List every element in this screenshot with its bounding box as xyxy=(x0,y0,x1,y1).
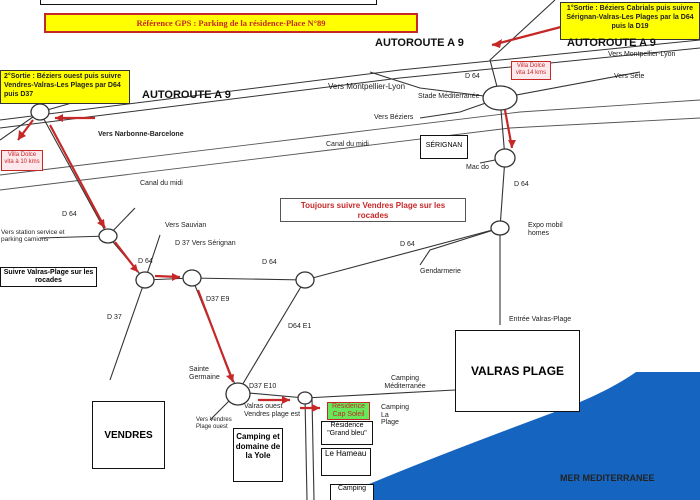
label-station: Vers station service et parking camions xyxy=(1,229,65,244)
arrow-icon xyxy=(130,264,138,272)
label-expo: Expo mobil homes xyxy=(528,222,563,237)
gps-reference-text: Référence GPS : Parking de la résidence-… xyxy=(136,18,326,28)
follow-valras-label: Suivre Valras-Plage sur les rocades xyxy=(3,269,94,285)
label-d64-e1: D64 E1 xyxy=(288,323,312,330)
vendres-label: VENDRES xyxy=(104,429,153,441)
arrow-icon xyxy=(55,114,63,122)
label-entree-valras: Entrée Valras-Plage xyxy=(509,316,572,323)
arrow-icon xyxy=(226,374,234,382)
residence-grand-bleu: Résidence "Grand bleu" xyxy=(321,421,373,445)
follow-vendres-notice: Toujours suivre Vendres Plage sur les ro… xyxy=(280,198,466,222)
label-d37-vers-serignan: D 37 Vers Sérignan xyxy=(175,240,236,247)
top-frame xyxy=(40,0,377,5)
valras-plage-label: VALRAS PLAGE xyxy=(470,364,565,378)
label-vers-vendres: Vers Vendres Plage ouest xyxy=(196,417,232,430)
serignan-box: SÉRIGNAN xyxy=(420,135,468,159)
camping-yole-box: Camping et domaine de la Yole xyxy=(233,428,283,482)
roundabout-macdo xyxy=(494,148,516,168)
label-sainte-germaine: Sainte Germaine xyxy=(189,366,220,381)
roundabouts xyxy=(30,85,518,406)
sea-shape xyxy=(332,372,700,500)
follow-valras-box: Suivre Valras-Plage sur les rocades xyxy=(0,267,97,287)
roundabout-beziers-ouest xyxy=(30,103,50,121)
a9-top-label: AUTOROUTE A 9 xyxy=(375,37,464,49)
arrow-icon xyxy=(282,396,290,404)
label-stade: Stade Méditerranée xyxy=(418,93,480,100)
exit2-callout: 2°Sortie : Béziers ouest puis suivre Ven… xyxy=(0,70,130,104)
autoroute-a9 xyxy=(0,39,700,129)
camping-yole-label: Camping et domaine de la Yole xyxy=(235,432,281,461)
label-camping-med: Camping Méditerranée xyxy=(384,375,426,390)
label-d64-mid: D 64 xyxy=(400,241,415,248)
label-d37-e9: D37 E9 xyxy=(206,296,230,303)
label-canal-midi-2: Canal du midi xyxy=(140,180,183,187)
arrow-icon xyxy=(18,130,26,140)
label-d64-right: D 64 xyxy=(514,181,529,188)
arrow-icon xyxy=(312,404,320,412)
roundabout-sainte-germaine xyxy=(225,382,251,406)
arrow-icon xyxy=(492,39,502,48)
roundabout-stade xyxy=(482,85,518,111)
label-mac-do: Mac do xyxy=(466,164,489,171)
roundabout-d64-a xyxy=(135,271,155,289)
label-mer-mediterranee: MER MEDITERRANEE xyxy=(560,473,655,483)
label-gendarmerie: Gendarmerie xyxy=(420,268,461,275)
a9-left-label: AUTOROUTE A 9 xyxy=(142,89,231,101)
valras-plage-box: VALRAS PLAGE xyxy=(455,330,580,412)
camping-bottom-box: Camping xyxy=(330,484,374,500)
label-canal-midi-1: Canal du midi xyxy=(326,141,369,148)
arrow-icon xyxy=(508,140,516,148)
label-vers-montpellier-right: Vers Montpellier-Lyon xyxy=(608,51,676,58)
label-d64-left: D 64 xyxy=(62,211,77,218)
label-valras-ouest: Valras ouest Vendres plage est xyxy=(244,403,301,418)
label-d37-e10: D37 E10 xyxy=(249,383,277,390)
exit1-callout: 1°Sortie : Béziers Cabrials puis suivre … xyxy=(560,2,700,40)
vendres-box: VENDRES xyxy=(92,401,165,469)
label-vers-montpellier-mid: Vers Montpellier-Lyon xyxy=(328,82,406,91)
roundabout-valras-ouest xyxy=(297,391,313,405)
label-camping-plage: Camping La Plage xyxy=(381,404,410,427)
roundabout-d64-c xyxy=(295,271,315,289)
roundabout-station xyxy=(98,228,118,244)
roundabout-expo xyxy=(490,220,510,236)
label-d37: D 37 xyxy=(107,314,122,321)
gps-reference-banner: Référence GPS : Parking de la résidence-… xyxy=(44,13,418,33)
villa-distance-10: Villa Dolce vita à 10 kms xyxy=(1,150,43,171)
villa-distance-14: Villa Dolce vita 14 kms xyxy=(511,61,551,80)
arrow-icon xyxy=(172,273,180,281)
serignan-label: SÉRIGNAN xyxy=(425,142,463,149)
label-vers-narbonne: Vers Narbonne-Barcelone xyxy=(98,131,184,138)
label-d64-lower: D 64 xyxy=(138,258,153,265)
label-vers-sauvian: Vers Sauvian xyxy=(165,222,207,229)
label-d64-top: D 64 xyxy=(465,73,480,80)
le-hameau-box: Le Hameau xyxy=(321,448,371,476)
route-arrowheads xyxy=(18,39,516,412)
residence-cap-soleil: Résidence Cap Soleil xyxy=(327,402,370,420)
label-d64-center: D 64 xyxy=(262,259,277,266)
a9-right-label: AUTOROUTE A 9 xyxy=(567,37,656,49)
roundabout-d64-b xyxy=(182,269,202,287)
arrow-icon xyxy=(97,219,105,228)
label-vers-sete: Vers Sète xyxy=(614,73,645,80)
label-vers-beziers: Vers Béziers xyxy=(374,114,414,121)
